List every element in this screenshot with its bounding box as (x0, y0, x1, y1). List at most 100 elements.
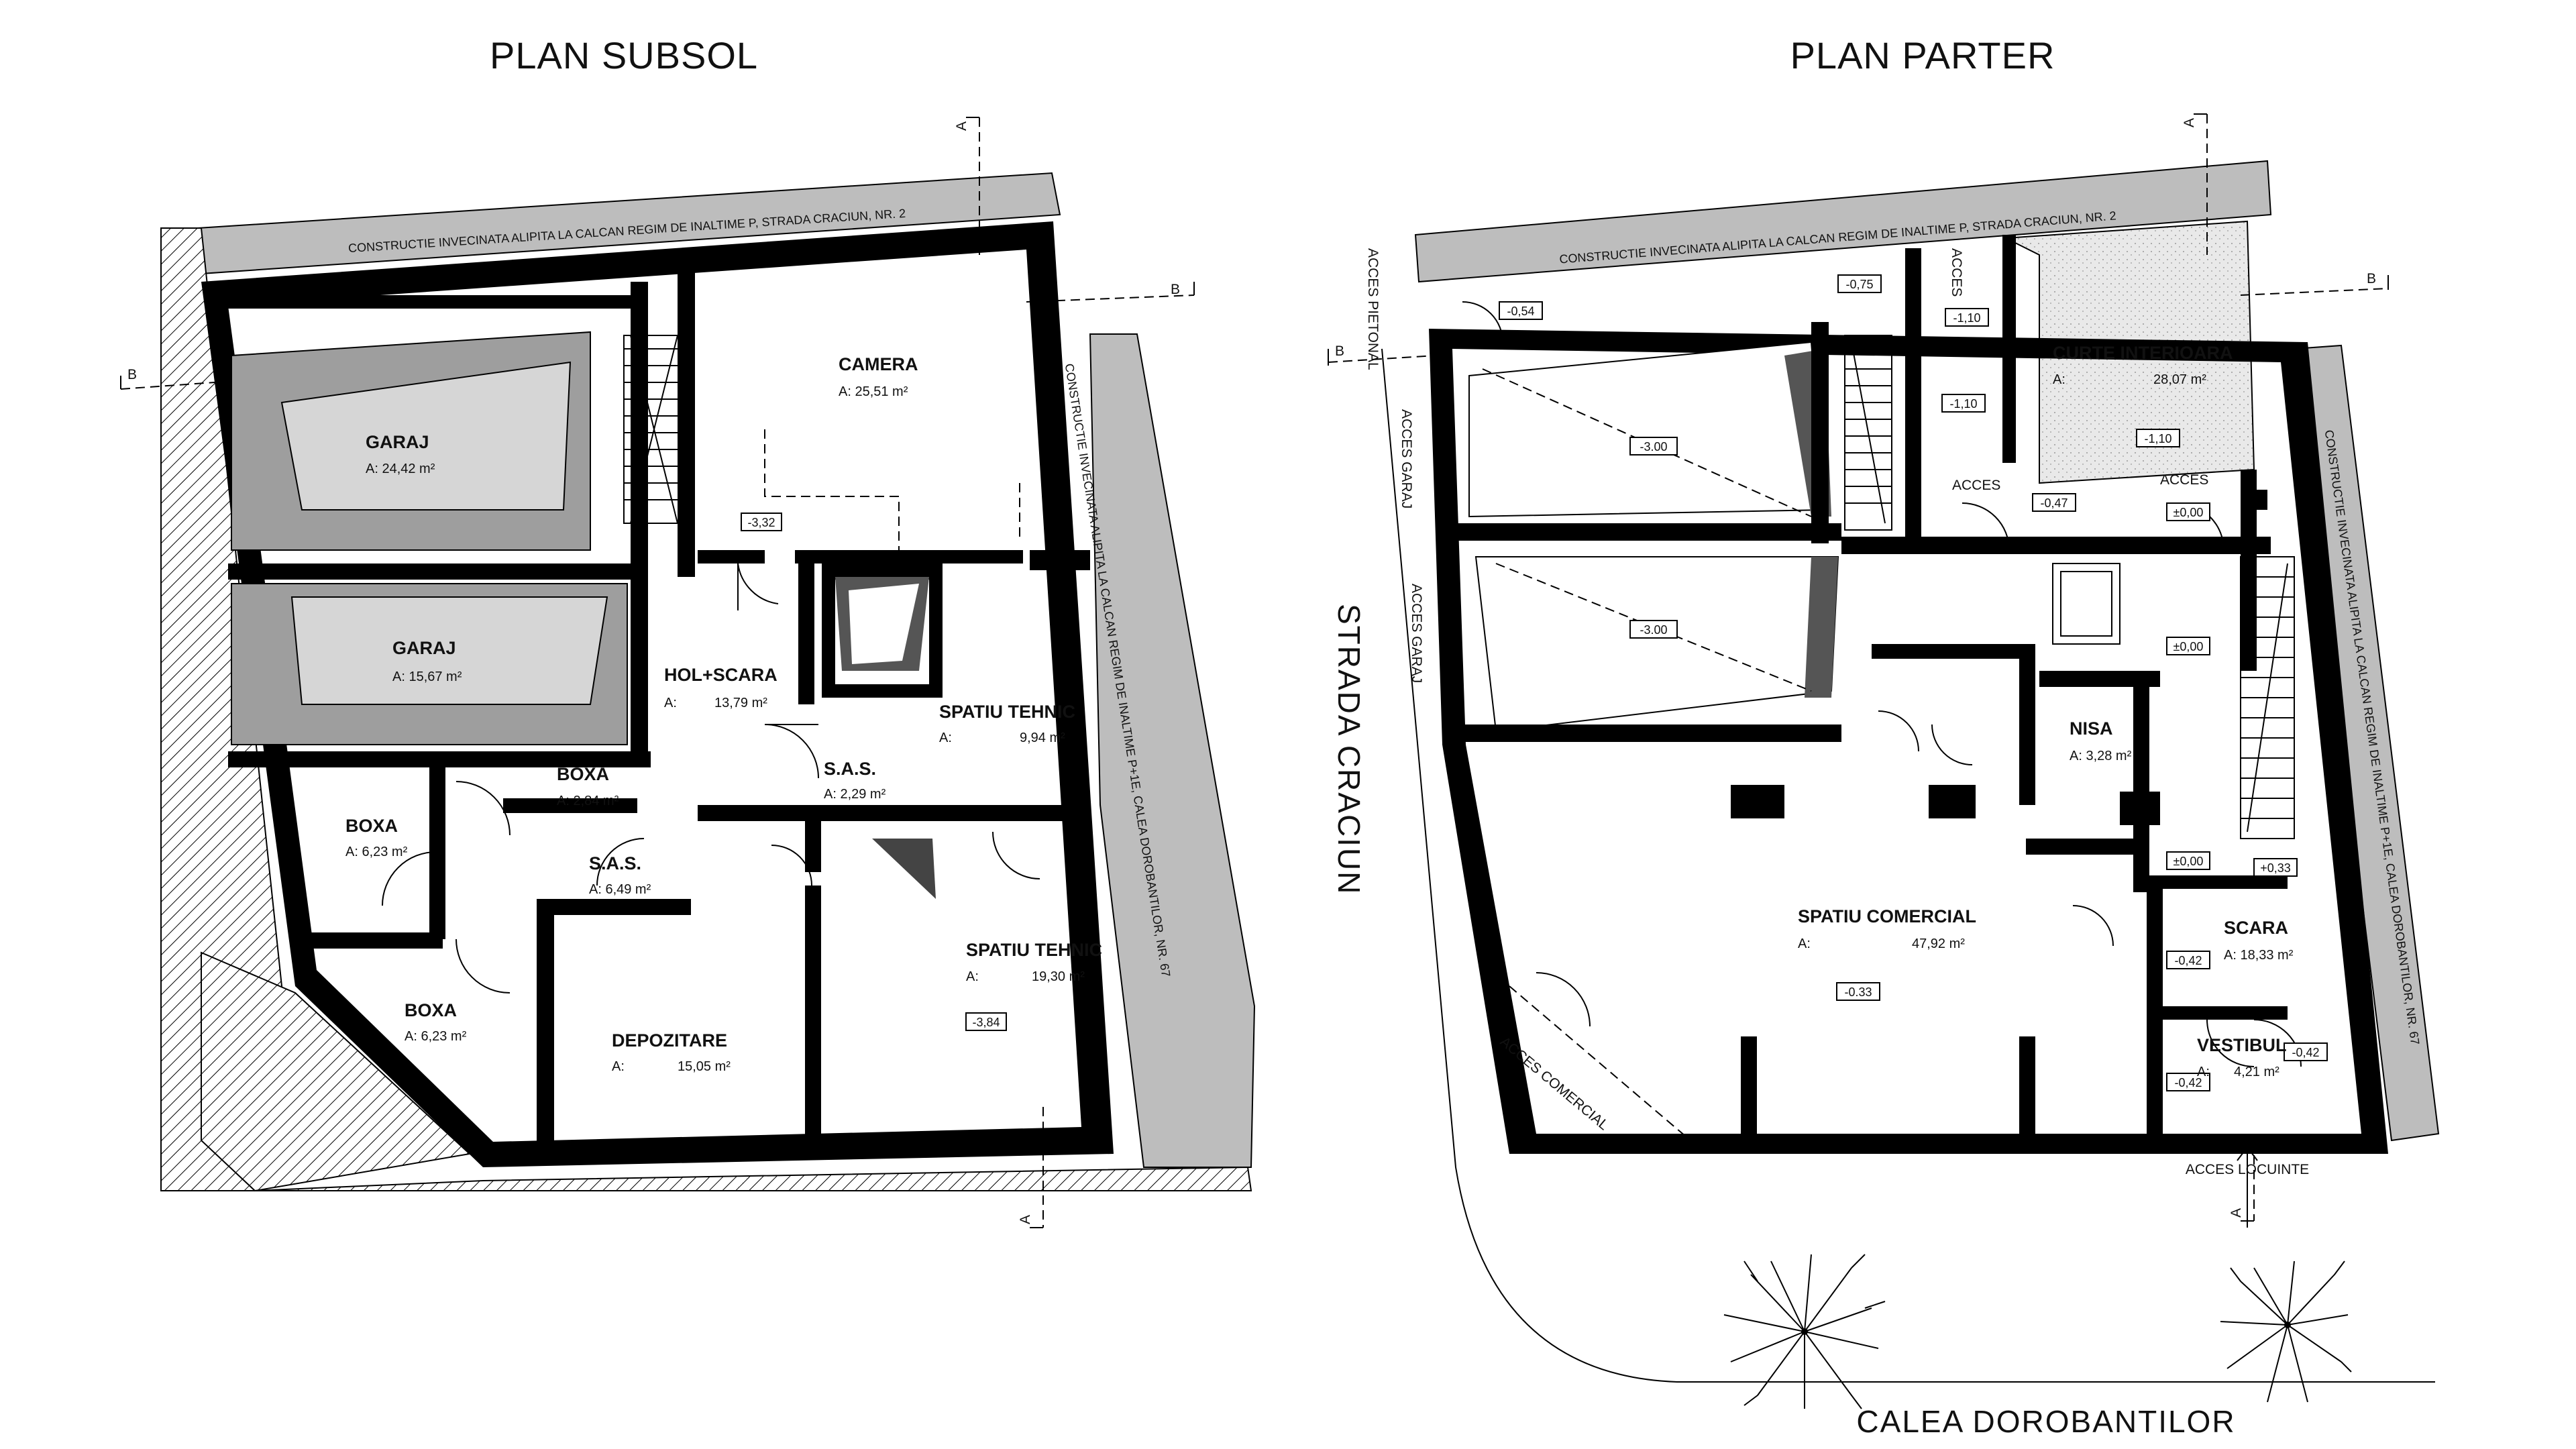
wall-garaj-bottom (1452, 724, 1841, 742)
section-mark-b-left: B (120, 367, 215, 390)
room-area: 13,79 m² (714, 696, 767, 710)
room-name: S.A.S. (824, 759, 876, 779)
wall-garaj-right-parter (1811, 322, 1829, 543)
room-name: CAMERA (839, 354, 918, 374)
level-label: -0.33 (1844, 985, 1872, 999)
wall-sas-left (798, 550, 814, 704)
level-box (2284, 1042, 2328, 1061)
room-camera: CAMERA A: 25,51 m² (839, 354, 918, 399)
wall-wc-right (2019, 644, 2035, 805)
room-spatiu-comercial: SPATIU COMERCIAL A: 47,92 m² (1798, 906, 1976, 951)
room-area: A: 6,23 m² (405, 1029, 467, 1044)
level-label: ±0,00 (2174, 640, 2204, 653)
level-label: ±0,00 (2174, 855, 2204, 868)
sas2-ramp (872, 839, 936, 899)
door-hol (737, 563, 779, 610)
room-area: 9,94 m² (1020, 731, 1065, 745)
room-area: 19,30 m² (1032, 969, 1085, 984)
room-garaj-2: GARAJ A: 15,67 m² (392, 638, 462, 684)
title-plan-parter: PLAN PARTER (1790, 34, 2055, 76)
wall-court-left (1905, 248, 1921, 550)
section-mark-a-bottom-parter: A (2229, 1140, 2255, 1222)
section-mark-a-top: A (954, 117, 980, 255)
room-nisa: NISA A: 3,28 m² (2070, 718, 2132, 763)
subsol-stair (623, 335, 685, 524)
level-label: -1,10 (1949, 397, 1977, 411)
room-area: A: 24,42 m² (366, 462, 435, 476)
room-area: A: 2,29 m² (824, 787, 886, 802)
level-box (2032, 493, 2076, 512)
room-curte-interioara: CURTE INTERIOARA A: 28,07 m² (2053, 343, 2233, 387)
level-label: -0,42 (2174, 954, 2202, 967)
level-label: -0,42 (2174, 1076, 2202, 1089)
section-mark-b-left-parter: B (1328, 343, 1436, 366)
level-box-subsol-2 (965, 1012, 1007, 1031)
neighbor-north-strip-parter (1414, 160, 2272, 283)
ground-hatch-sw (201, 951, 472, 1192)
garaj-1-floor (280, 361, 572, 511)
shaft-inner (849, 584, 919, 664)
wall-tehnic-top (795, 550, 1023, 564)
camera-dashed-outline (764, 429, 1020, 550)
garaj-bay-2-ramp (1805, 557, 1838, 698)
wall-vestibul-top (2160, 1006, 2288, 1020)
wall-shaft-left (822, 564, 835, 698)
room-name: S.A.S. (589, 853, 641, 873)
door-boxa-3 (455, 938, 511, 994)
wall-shaft-right (929, 564, 943, 698)
room-area: A: 6,49 m² (589, 882, 651, 897)
wall-depozitare-top (537, 899, 691, 915)
wall-boxa-small (503, 798, 637, 813)
level-box (1945, 308, 1989, 327)
room-sas-1: S.A.S. A: 2,29 m² (824, 759, 886, 802)
wall-hol-bottom (698, 805, 1087, 821)
pillar-1 (1731, 785, 1784, 818)
room-name: VESTIBUL (2197, 1035, 2287, 1055)
door-pietonal (1462, 301, 1503, 343)
room-name: SPATIU TEHNIC (939, 702, 1075, 722)
level-label: ±0,00 (2174, 506, 2204, 519)
sidewalk-outline (1381, 348, 2435, 1383)
elevator-cabin (2060, 571, 2112, 637)
level-box (1629, 437, 1678, 455)
section-mark-label: A (2182, 118, 2197, 127)
street-strada-craciun: STRADA CRACIUN (1332, 604, 1366, 895)
wall-column-ne (1030, 550, 1090, 570)
garaj-bay-2 (1474, 556, 1839, 733)
section-mark-label: B (127, 367, 137, 382)
wall-garaj-mid (228, 564, 644, 580)
section-mark-b-right: B (1026, 282, 1195, 303)
room-name: SCARA (2224, 918, 2288, 938)
level-box (2253, 858, 2298, 877)
door-hall-1 (1878, 710, 1919, 752)
parter-outer-wall (1429, 329, 2388, 1154)
column-dot (1509, 1127, 1523, 1140)
level-box (1836, 982, 1880, 1001)
acces-garaj-1-label: ACCES GARAJ (1399, 409, 1414, 508)
room-name: BOXA (557, 764, 609, 784)
room-name: BOXA (405, 1000, 457, 1020)
room-area-label: A: (2053, 372, 2065, 387)
room-area-label: A: (939, 731, 952, 745)
section-mark-label: A (1018, 1215, 1033, 1224)
section-mark-a-top-parter: A (2182, 113, 2208, 255)
room-area: 28,07 m² (2153, 372, 2206, 387)
plan-subsol: CONSTRUCTIE INVECINATA ALIPITA LA CALCAN… (120, 117, 1256, 1228)
level-box (1837, 274, 1882, 293)
room-name: CURTE INTERIOARA (2053, 343, 2233, 363)
acces-garaj-2-label: ACCES GARAJ (1409, 584, 1424, 683)
wall-shaft-bottom (822, 684, 943, 698)
section-mark-b-right-parter: B (2240, 271, 2389, 296)
level-box (2166, 637, 2210, 655)
room-name: SPATIU COMERCIAL (1798, 906, 1976, 926)
tree-1-icon (1723, 1254, 1886, 1409)
pillar-front-1 (1741, 1036, 1757, 1144)
room-area-label: A: (1798, 936, 1811, 951)
level-label: -3.00 (1640, 440, 1667, 453)
section-mark-label: B (1335, 343, 1344, 359)
room-area: 47,92 m² (1912, 936, 1965, 951)
section-mark-label: B (1171, 282, 1180, 297)
room-boxa-left: BOXA A: 6,23 m² (345, 816, 408, 859)
wall-camera-bottom (698, 550, 765, 564)
